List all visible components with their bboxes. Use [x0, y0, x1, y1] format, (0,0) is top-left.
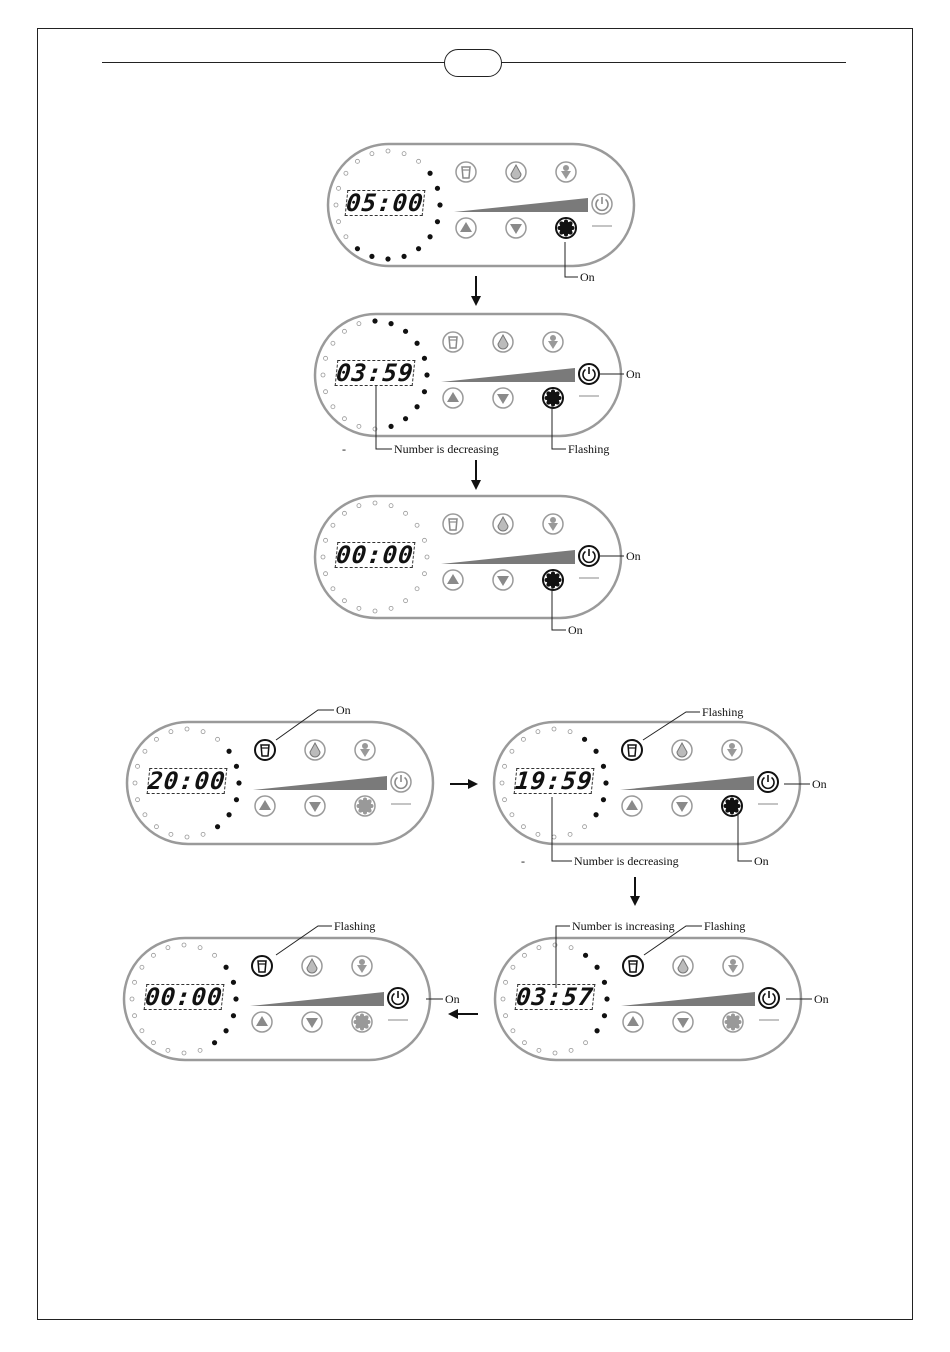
label-on: On: [626, 550, 641, 562]
label-dash: -: [521, 855, 525, 867]
label-on: On: [812, 778, 827, 790]
label-on: On: [336, 704, 351, 716]
label-flashing: Flashing: [334, 920, 375, 932]
label-on: On: [445, 993, 460, 1005]
label-number-increasing: Number is increasing: [572, 920, 675, 932]
label-dash: -: [342, 443, 346, 455]
label-on: On: [814, 993, 829, 1005]
label-flashing: Flashing: [568, 443, 609, 455]
label-flashing: Flashing: [702, 706, 743, 718]
label-number-decreasing: Number is decreasing: [574, 855, 679, 867]
label-on: On: [754, 855, 769, 867]
label-number-decreasing: Number is decreasing: [394, 443, 499, 455]
label-flashing: Flashing: [704, 920, 745, 932]
label-on: On: [580, 271, 595, 283]
label-on: On: [626, 368, 641, 380]
label-on: On: [568, 624, 583, 636]
